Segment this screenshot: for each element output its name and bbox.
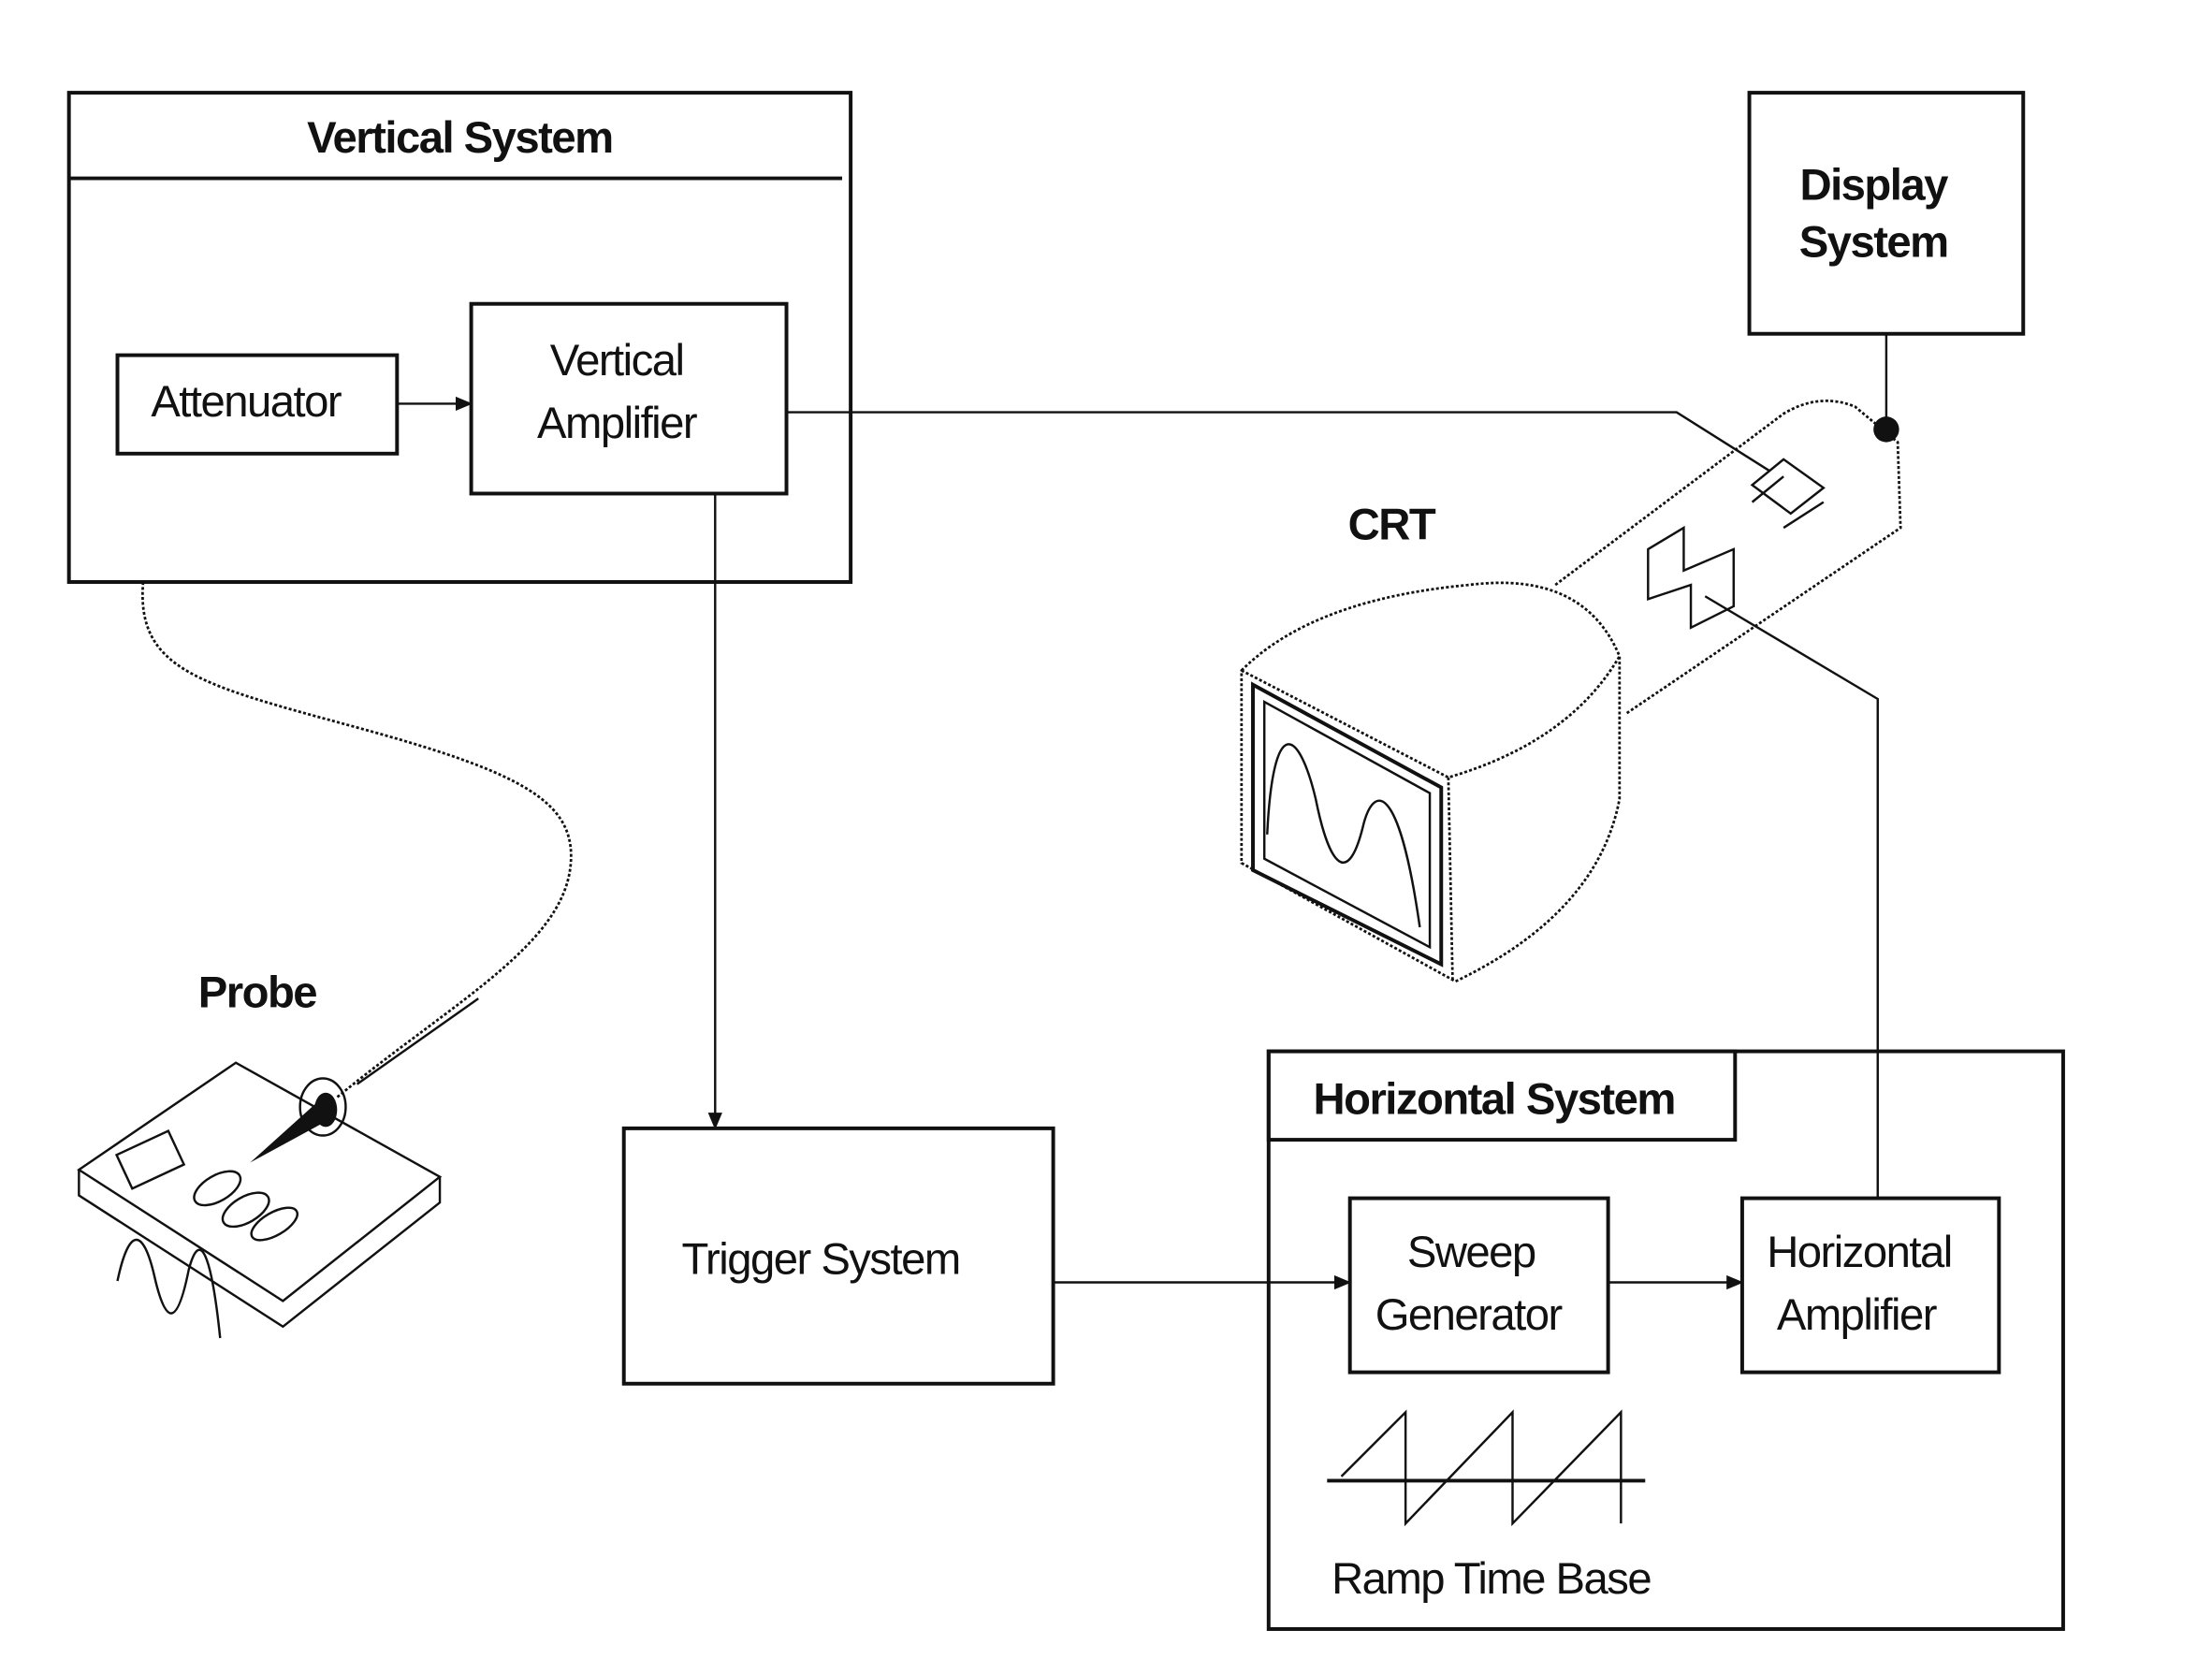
crt-front-side [1447, 777, 1454, 982]
crt-label: CRT [1348, 500, 1436, 549]
probe-tip-ring [298, 1077, 347, 1137]
ramp-time-base-label: Ramp Time Base [1332, 1554, 1651, 1604]
probe-needle [250, 1098, 332, 1163]
horizontal-system-group: Horizontal System Sweep Generator Horizo… [1266, 1049, 2065, 1631]
input-waveform [116, 1238, 222, 1339]
sweep-generator-label-line2: Generator [1375, 1290, 1563, 1340]
crt-screen-frame [1251, 681, 1444, 968]
horizontal-amplifier-label-line2: Amplifier [1777, 1290, 1937, 1340]
probe-cable-2 [356, 997, 479, 1085]
crt-waveform [1266, 743, 1421, 928]
ramp-waveform [1340, 1409, 1623, 1527]
horizontal-amplifier-label-line1: Horizontal [1767, 1228, 1951, 1277]
vertical-deflection-plates [1750, 458, 1826, 530]
crt-illustration: CRT [1240, 400, 1902, 983]
crt-screen [1263, 699, 1432, 950]
sweep-generator-label-line1: Sweep [1407, 1228, 1535, 1277]
horizontal-signal-line [1704, 595, 1879, 1199]
connection-dot [1873, 416, 1899, 443]
vertical-amplifier-box [469, 301, 789, 496]
vertical-amplifier-label-line2: Amplifier [537, 399, 697, 448]
probe-cable [141, 581, 573, 1099]
vertical-system-group: Vertical System Attenuator Vertical Ampl… [66, 91, 853, 584]
ic-chip [114, 1128, 186, 1190]
crt-bulb [1240, 581, 1622, 983]
horizontal-deflection-plates [1647, 525, 1736, 630]
sweep-generator-box [1347, 1196, 1610, 1375]
component-2 [221, 1191, 270, 1229]
crt-front-edge [1241, 655, 1622, 779]
vertical-amplifier-label-line1: Vertical [550, 336, 684, 386]
display-system-box [1747, 91, 2026, 336]
circuit-board [77, 1061, 443, 1302]
vertical-system-title: Vertical System [307, 113, 612, 163]
trigger-system-label: Trigger System [681, 1234, 959, 1284]
horizontal-system-title: Horizontal System [1314, 1075, 1675, 1125]
probe-illustration: Probe [77, 581, 573, 1339]
trigger-system-box [621, 1126, 1055, 1386]
vertical-system-box [66, 91, 853, 584]
horizontal-system-header [1266, 1049, 1738, 1142]
crt-neck [1554, 400, 1902, 715]
component-3 [250, 1206, 298, 1242]
probe-label: Probe [198, 968, 317, 1017]
display-system-label-line2: System [1799, 217, 1948, 267]
horizontal-amplifier-box [1739, 1196, 2001, 1375]
circuit-board-edge [78, 1170, 442, 1329]
attenuator-label: Attenuator [151, 377, 342, 427]
vertical-signal-line [786, 411, 1770, 473]
display-system-label-line1: Display [1799, 160, 1949, 210]
component-1 [193, 1170, 242, 1207]
